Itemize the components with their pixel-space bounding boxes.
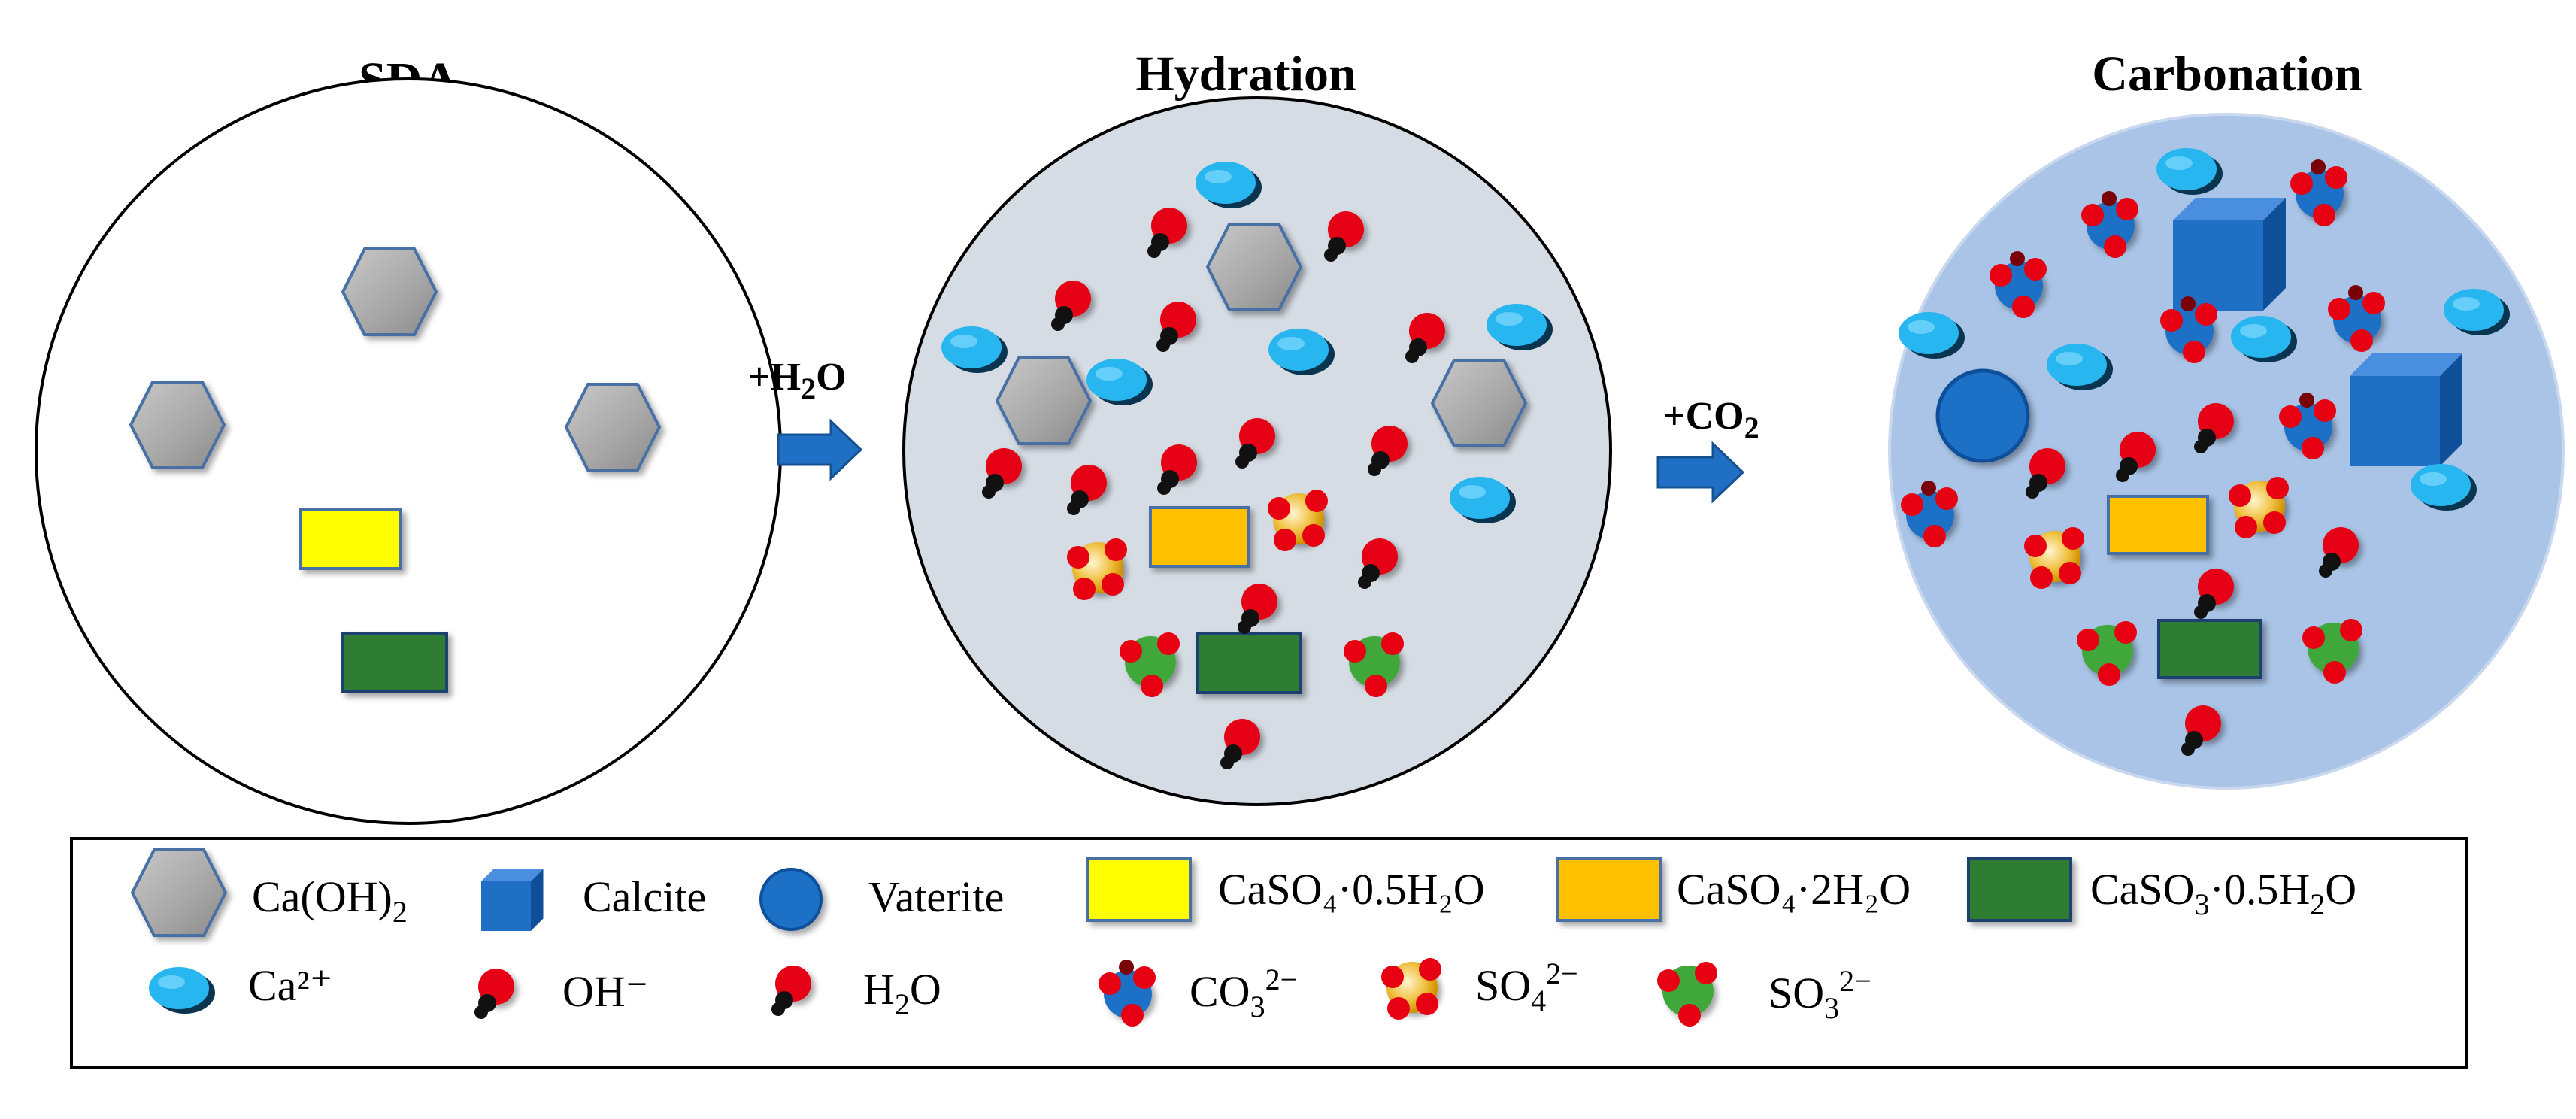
legend-label-carbonate: CO32− — [1190, 963, 1297, 1023]
carbonation-circle — [1888, 113, 2565, 790]
legend-label-oh-ion: OH⁻ — [562, 967, 648, 1016]
legend-label-caso4-hemihydrate: CaSO₄·0.5H₂O — [1218, 865, 1485, 914]
legend-label-caoh2: Ca(OH)2 — [252, 872, 408, 929]
panel-title-hydration: Hydration — [1135, 47, 1356, 102]
sulfate-ion — [1268, 490, 1328, 551]
panel-title-carbonation: Carbonation — [2092, 47, 2362, 102]
carbonation-panel — [1888, 113, 2565, 790]
cube-icon — [481, 869, 544, 931]
arrow-shape-h2o — [777, 418, 863, 481]
caso4-dihydrate-rect — [2107, 495, 2209, 555]
vaterite-sphere — [1935, 368, 2030, 463]
hexagon-icon — [132, 850, 226, 936]
caoh2-hexagon — [997, 358, 1090, 444]
legend-label-caso4-dihydrate: CaSO₄·2H₂O — [1677, 865, 1911, 914]
caso3-hemihydrate-rect — [1196, 632, 1302, 694]
calcite-cube — [2173, 198, 2286, 311]
sulfate-ion — [1067, 538, 1127, 600]
caoh2-hexagon — [1432, 360, 1526, 446]
legend-label-water: H2O — [863, 965, 941, 1021]
caso3-hemihydrate-rect — [2157, 619, 2262, 679]
caoh2-hexagon — [566, 384, 659, 470]
caso3-hemihydrate-rect — [341, 632, 448, 693]
caso4-hemihydrate-rect — [299, 508, 402, 570]
sulfate-ion — [2024, 527, 2084, 589]
arrow-shape-co2 — [1656, 441, 1745, 504]
caoh2-hexagon — [1208, 224, 1301, 310]
legend: Ca(OH)2 Calcite Vaterite CaSO₄·0.5H₂O Ca… — [70, 837, 2468, 1069]
circle-icon — [759, 868, 823, 931]
caoh2-hexagon — [131, 382, 224, 468]
legend-label-vaterite: Vaterite — [868, 872, 1004, 921]
arrow-add-water: +H2O — [748, 356, 863, 481]
legend-label-caso3-hemihydrate: CaSO3·0.5H2O — [2090, 865, 2356, 921]
legend-label-calcite: Calcite — [583, 872, 706, 921]
caoh2-hexagon — [343, 249, 436, 335]
yellow-rect-icon — [1086, 857, 1192, 922]
calcite-cube — [2350, 353, 2462, 466]
sda-panel — [35, 77, 782, 825]
arrow-label-co2: +CO2 — [1663, 395, 1759, 444]
arrow-label-h2o: +H2O — [748, 356, 847, 405]
sulfate-ion — [2229, 477, 2289, 538]
sulfate-icon — [1381, 958, 1441, 1020]
legend-label-sulfate: SO42− — [1475, 957, 1578, 1017]
legend-label-ca-ion: Ca²⁺ — [248, 961, 332, 1010]
orange-rect-icon — [1556, 857, 1662, 922]
caso4-dihydrate-rect — [1149, 506, 1250, 568]
arrow-add-co2: +CO2 — [1656, 395, 1759, 504]
legend-label-sulfite: SO32− — [1768, 964, 1871, 1025]
hydration-panel — [902, 96, 1612, 806]
green-rect-icon — [1967, 857, 2072, 922]
